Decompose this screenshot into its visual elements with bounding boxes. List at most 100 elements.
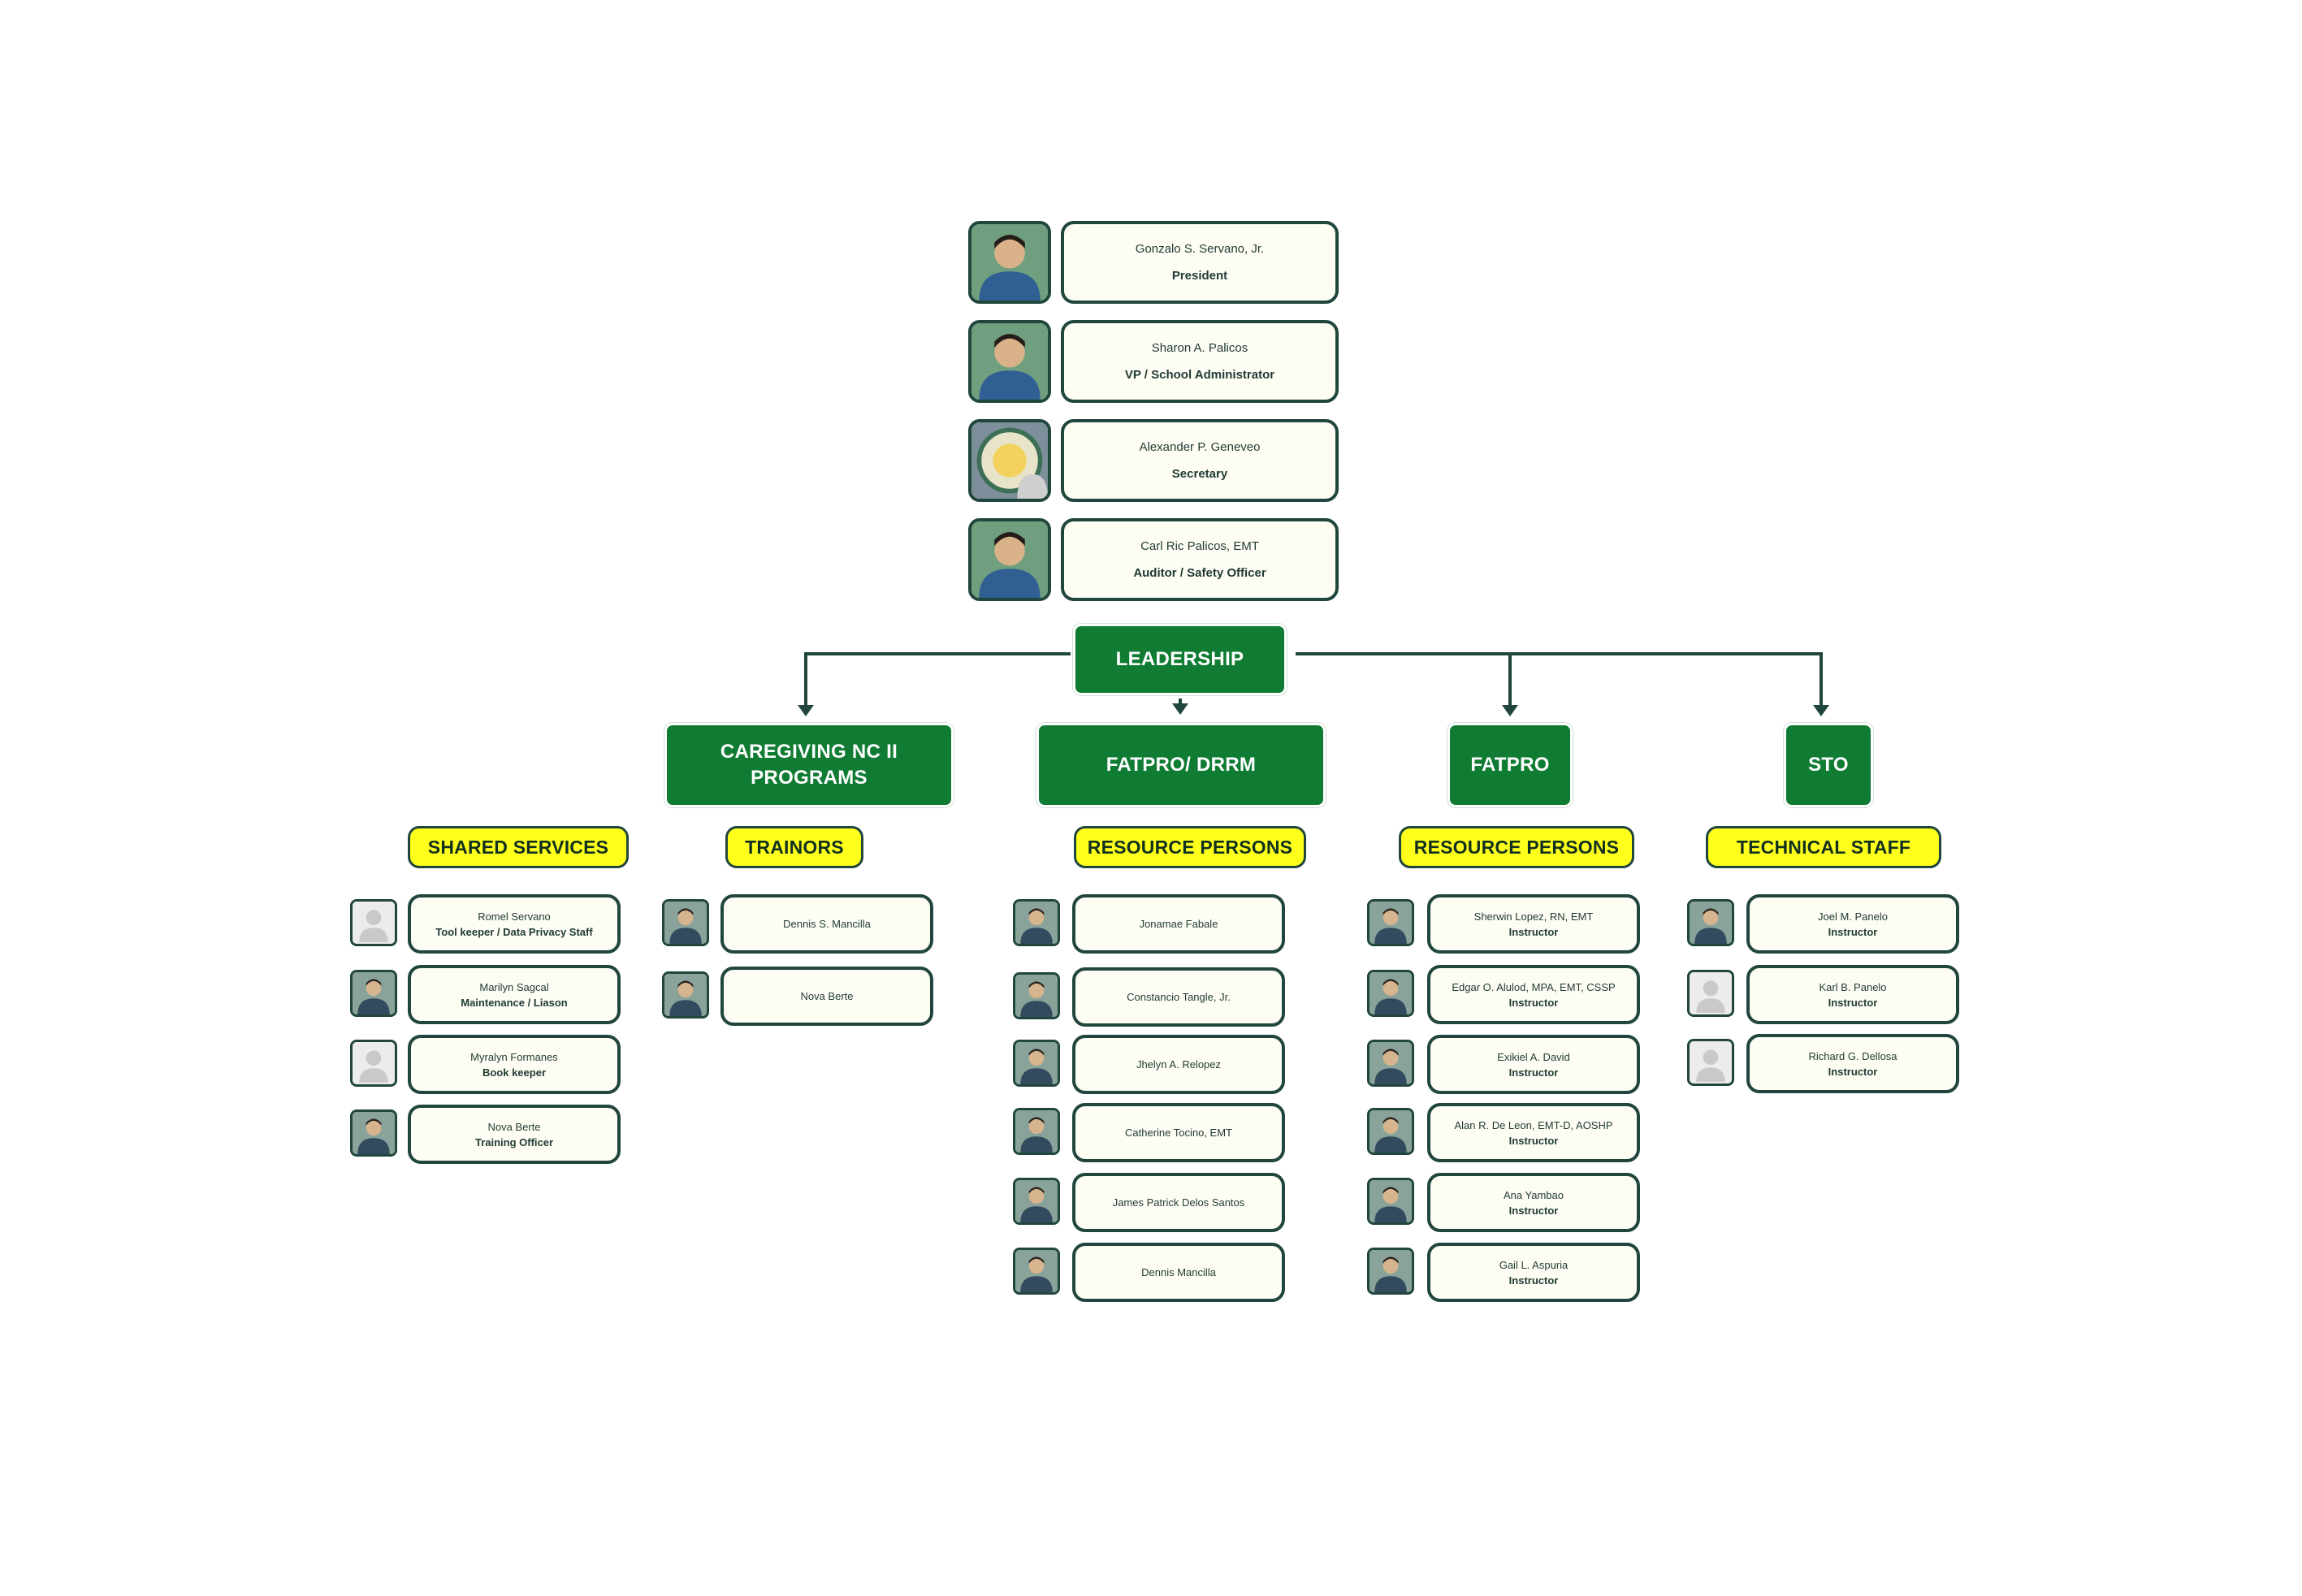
avatar-placeholder-icon [350, 1040, 397, 1087]
officer-photo-icon [968, 518, 1051, 601]
member-card: Jonamae Fabale [1072, 894, 1285, 954]
member-role: Instructor [1508, 1274, 1559, 1287]
arrowhead-sto [1813, 705, 1829, 716]
branch-box: FATPRO [1447, 723, 1573, 807]
member-name: Richard G. Dellosa [1808, 1049, 1897, 1062]
member-role: VP / School Administrator [1124, 368, 1275, 382]
avatar-placeholder-icon [350, 899, 397, 946]
person-photo-icon [1687, 899, 1734, 946]
member-name: Constancio Tangle, Jr. [1127, 991, 1231, 1003]
member-name: Marilyn Sagcal [479, 980, 549, 993]
group-label: SHARED SERVICES [408, 826, 629, 868]
arrowhead-caregiving [798, 705, 814, 716]
member-name: Edgar O. Alulod, MPA, EMT, CSSP [1452, 980, 1616, 993]
member-name: Gail L. Aspuria [1499, 1258, 1569, 1271]
connector-right [1296, 652, 1823, 710]
group-label: RESOURCE PERSONS [1399, 826, 1634, 868]
person-photo-icon [662, 971, 709, 1019]
member-card: Sharon A. Palicos VP / School Administrat… [1061, 320, 1339, 403]
avatar-placeholder-icon [1687, 1039, 1734, 1086]
member-name: Exikiel A. David [1497, 1050, 1570, 1063]
member-name: Karl B. Panelo [1819, 980, 1887, 993]
member-role: Instructor [1508, 1066, 1559, 1079]
arrowhead-fatpro [1502, 705, 1518, 716]
member-card: Catherine Tocino, EMT [1072, 1103, 1285, 1162]
member-role: Secretary [1171, 467, 1228, 481]
member-name: Jonamae Fabale [1139, 918, 1218, 930]
member-card: Jhelyn A. Relopez [1072, 1035, 1285, 1094]
person-photo-icon [1367, 1040, 1414, 1087]
member-name: Nova Berte [800, 990, 854, 1002]
member-role: Maintenance / Liason [461, 996, 568, 1009]
connector-left [804, 652, 1071, 710]
person-photo-icon [662, 899, 709, 946]
person-photo-icon [1013, 899, 1060, 946]
person-photo-icon [1013, 1178, 1060, 1225]
member-card: Constancio Tangle, Jr. [1072, 967, 1285, 1027]
member-name: Catherine Tocino, EMT [1125, 1127, 1232, 1139]
person-photo-icon [1367, 1108, 1414, 1155]
branch-box: FATPRO/ DRRM [1036, 723, 1326, 807]
member-role: President [1171, 269, 1228, 283]
member-card: Nova Berte [720, 967, 933, 1026]
member-name: Jhelyn A. Relopez [1136, 1058, 1222, 1070]
member-name: Nova Berte [487, 1120, 541, 1133]
member-name: Sherwin Lopez, RN, EMT [1473, 910, 1594, 923]
member-card: Gonzalo S. Servano, Jr. President [1061, 221, 1339, 304]
member-role: Instructor [1508, 1134, 1559, 1147]
member-name: Romel Servano [478, 910, 551, 923]
member-name: Carl Ric Palicos, EMT [1140, 539, 1259, 553]
member-card: Dennis S. Mancilla [720, 894, 933, 954]
member-card: Dennis Mancilla [1072, 1243, 1285, 1302]
avatar-placeholder-icon [1687, 970, 1734, 1017]
member-card: Edgar O. Alulod, MPA, EMT, CSSP Instructo… [1427, 965, 1640, 1024]
branch-box: CAREGIVING NC II PROGRAMS [664, 723, 954, 807]
person-photo-icon [1013, 1248, 1060, 1295]
branch-box: STO [1784, 723, 1873, 807]
member-name: Dennis S. Mancilla [783, 918, 871, 930]
person-photo-icon [1367, 1248, 1414, 1295]
member-card: James Patrick Delos Santos [1072, 1173, 1285, 1232]
member-role: Instructor [1508, 925, 1559, 938]
member-role: Auditor / Safety Officer [1133, 566, 1266, 580]
person-photo-icon [350, 970, 397, 1017]
seal-photo-icon [968, 419, 1051, 502]
member-role: Tool keeper / Data Privacy Staff [435, 925, 593, 938]
person-photo-icon [1367, 899, 1414, 946]
member-role: Instructor [1828, 925, 1878, 938]
member-role: Training Officer [474, 1135, 554, 1148]
member-name: Ana Yambao [1504, 1188, 1564, 1201]
member-name: Dennis Mancilla [1141, 1266, 1216, 1278]
member-name: James Patrick Delos Santos [1112, 1196, 1245, 1209]
member-role: Instructor [1508, 996, 1559, 1009]
officer-photo-icon [968, 221, 1051, 304]
member-name: Sharon A. Palicos [1151, 341, 1248, 355]
member-name: Myralyn Formanes [470, 1050, 558, 1063]
arrowhead-fatpro-drrm [1172, 703, 1188, 715]
member-role: Instructor [1508, 1204, 1559, 1217]
group-label: TRAINORS [725, 826, 863, 868]
member-name: Joel M. Panelo [1818, 910, 1888, 923]
member-role: Book keeper [482, 1066, 547, 1079]
person-photo-icon [1013, 1040, 1060, 1087]
member-role: Instructor [1828, 1065, 1878, 1078]
member-name: Gonzalo S. Servano, Jr. [1135, 242, 1265, 256]
person-photo-icon [1013, 1108, 1060, 1155]
member-card: Sherwin Lopez, RN, EMT Instructor [1427, 894, 1640, 954]
leadership-box: LEADERSHIP [1073, 624, 1287, 695]
group-label: TECHNICAL STAFF [1706, 826, 1941, 868]
member-card: Carl Ric Palicos, EMT Auditor / Safety Of… [1061, 518, 1339, 601]
group-label: RESOURCE PERSONS [1074, 826, 1306, 868]
person-photo-icon [1013, 972, 1060, 1019]
